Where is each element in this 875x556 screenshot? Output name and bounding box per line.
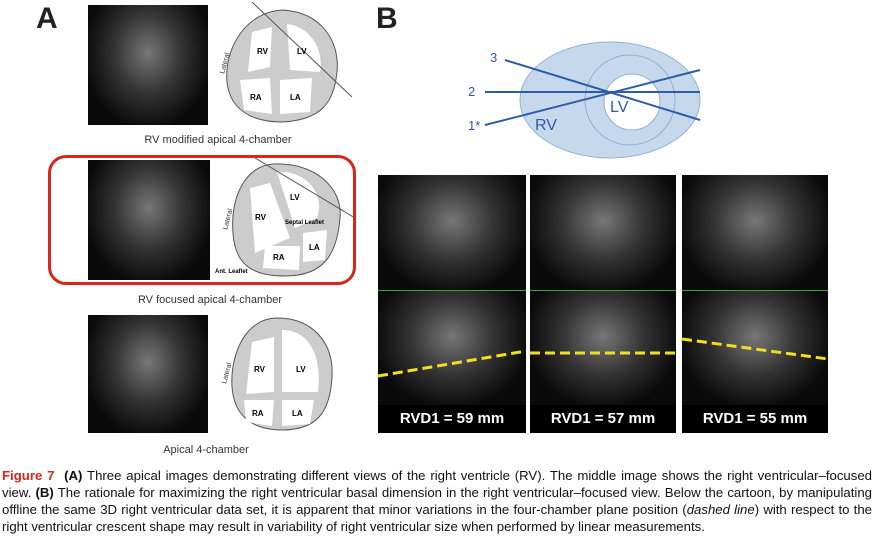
measurement-rvd1-59: RVD1 = 59 mm — [378, 405, 526, 433]
caption-end: ) with respect to the right ventricular … — [2, 502, 872, 534]
panel-a-label: A — [36, 2, 58, 35]
label-ant-leaflet: Ant. Leaflet — [215, 269, 248, 275]
echo-column-3: RVD1 = 55 mm — [682, 175, 828, 433]
echo-image-apical-4ch — [88, 315, 208, 433]
echo-column-1: RVD1 = 59 mm — [378, 175, 526, 433]
line-label-3: 3 — [490, 50, 497, 65]
echo-image-rv-modified — [88, 5, 208, 125]
panel-b-label: B — [376, 2, 398, 35]
label-ra: RA — [273, 253, 285, 262]
caption-rv-modified: RV modified apical 4-chamber — [144, 134, 292, 146]
figure-number: Figure 7 — [2, 468, 55, 483]
label-septal-leaflet: Septal Leaflet — [285, 220, 324, 226]
label-rv: RV — [257, 47, 269, 56]
label-ra: RA — [250, 93, 262, 102]
caption-apical-4ch: Apical 4-chamber — [163, 444, 249, 456]
label-lv: LV — [290, 193, 300, 202]
echo-column-2: RVD1 = 57 mm — [530, 175, 676, 433]
echo-image-rv-focused — [88, 160, 210, 280]
measurement-rvd1-57: RVD1 = 57 mm — [530, 405, 676, 433]
rv-label: RV — [535, 117, 557, 134]
rv-crescent-cartoon: 3 2 1* RV LV — [468, 41, 701, 159]
heart-cartoon-rv-modified: Lateral RV LV RA LA — [219, 2, 352, 123]
label-rv: RV — [254, 365, 266, 374]
heart-cartoon-rv-focused: Lateral LV RV RA LA Septal Leaflet Ant. … — [215, 158, 355, 277]
caption-a-text: Three apical images demonstrating differ… — [2, 468, 873, 500]
label-la: LA — [309, 243, 320, 252]
highlight-box — [48, 155, 356, 285]
figure-caption: Figure 7 (A) Three apical images demonst… — [2, 467, 872, 535]
caption-rv-focused: RV focused apical 4-chamber — [137, 294, 283, 306]
label-lv: LV — [296, 365, 306, 374]
line-label-1: 1* — [468, 118, 480, 133]
caption-dashed: dashed line — [686, 502, 755, 517]
line-label-2: 2 — [468, 84, 475, 99]
label-la: LA — [290, 93, 301, 102]
dashed-plane-line — [682, 337, 828, 361]
lv-label: LV — [610, 99, 629, 116]
label-lv: LV — [297, 47, 307, 56]
label-la: LA — [292, 409, 303, 418]
caption-b-marker: (B) — [35, 485, 54, 500]
measurement-rvd1-55: RVD1 = 55 mm — [682, 405, 828, 433]
dashed-plane-line — [378, 349, 526, 378]
label-ra: RA — [252, 409, 264, 418]
caption-b-text: The rationale for maximizing the right v… — [2, 485, 872, 517]
label-rv: RV — [255, 213, 267, 222]
dashed-plane-line — [530, 351, 676, 355]
heart-cartoon-apical-4ch: Lateral RV LV RA LA — [221, 317, 333, 431]
caption-a-marker: (A) — [64, 468, 83, 483]
